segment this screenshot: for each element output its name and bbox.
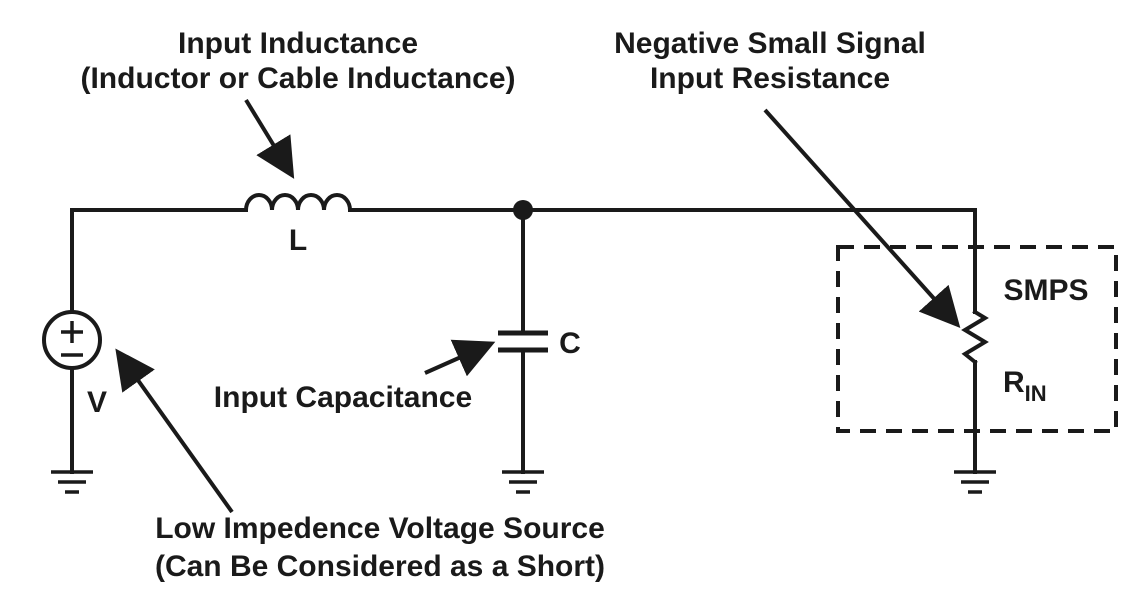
source-desc-label-line2: (Can Be Considered as a Short) — [155, 550, 605, 583]
source-desc-label-line1: Low Impedence Voltage Source — [155, 512, 605, 545]
wire-top-right — [348, 208, 977, 314]
source-label: V — [87, 386, 107, 419]
capacitor-label: C — [559, 327, 581, 360]
ground-icon — [954, 470, 996, 494]
rin-label-main: R — [1003, 366, 1025, 399]
arrow-to-source — [115, 348, 234, 514]
input-inductance-label-line2: (Inductor or Cable Inductance) — [80, 62, 515, 95]
negative-resistance-label-line2: Input Resistance — [650, 62, 890, 95]
smps-label: SMPS — [1003, 274, 1088, 307]
arrow-to-resistor — [763, 108, 961, 328]
wire-source-top — [70, 208, 248, 314]
ground-icon — [502, 470, 544, 494]
input-inductance-label-line1: Input Inductance — [178, 27, 418, 60]
inductor-label: L — [289, 224, 307, 257]
rin-label: RIN — [1003, 366, 1047, 406]
input-capacitance-label: Input Capacitance — [214, 381, 472, 414]
inductor-L — [243, 193, 353, 213]
ground-icon — [51, 470, 93, 494]
negative-resistance-label-line1: Negative Small Signal — [614, 27, 926, 60]
smps-box — [836, 245, 1118, 433]
arrow-to-inductor — [244, 98, 295, 179]
resistor-RIN — [961, 309, 989, 365]
rin-label-sub: IN — [1025, 381, 1047, 406]
arrow-to-capacitor — [424, 339, 496, 377]
